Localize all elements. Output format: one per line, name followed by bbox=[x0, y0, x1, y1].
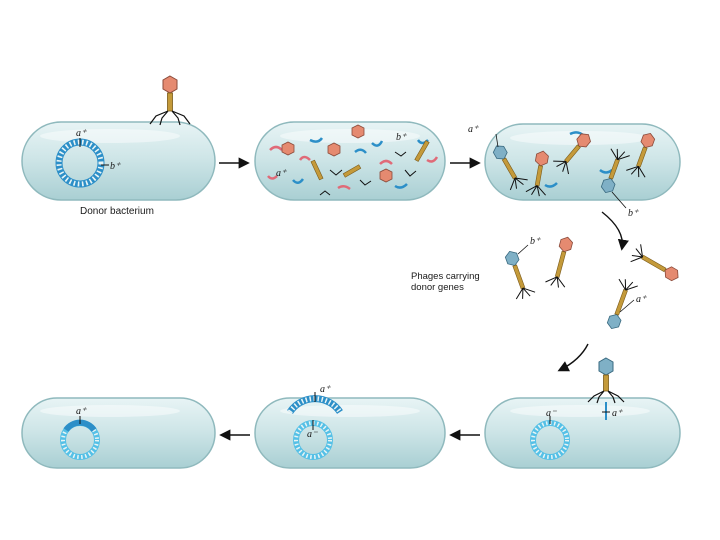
transductant-label-a-plus: a⁺ bbox=[76, 406, 87, 417]
recombination-cell: a⁺ a⁻ bbox=[255, 384, 445, 468]
infected-cell-fragmented-dna: a⁺ b⁺ bbox=[255, 122, 445, 200]
arrow-infect-recipient bbox=[560, 344, 588, 370]
phages-carrying-label-line1: Phages carrying bbox=[411, 271, 480, 282]
phages-carrying-label-line2: donor genes bbox=[411, 282, 464, 293]
released-label-a-plus: a⁺ bbox=[636, 294, 647, 305]
recombination-label-a-minus: a⁻ bbox=[307, 429, 318, 440]
released-label-b-plus: b⁺ bbox=[530, 236, 541, 247]
gene-label-b-plus: b⁺ bbox=[110, 161, 121, 172]
infecting-phage bbox=[150, 76, 190, 125]
fragment-label-a-plus: a⁺ bbox=[276, 168, 287, 179]
gene-label-a-plus: a⁺ bbox=[76, 128, 87, 139]
recipient-cell-infected: a⁻ a⁺ bbox=[485, 398, 680, 468]
donor-bacterium-label: Donor bacterium bbox=[80, 206, 154, 217]
cell-with-assembled-phages: a⁺ b⁺ bbox=[468, 124, 680, 219]
recipient-label-a-minus: a⁻ bbox=[546, 408, 557, 419]
transductant-cell: a⁺ bbox=[22, 398, 215, 468]
donor-bacterium-cell: a⁺ b⁺ bbox=[22, 122, 215, 200]
packaged-label-b-plus: b⁺ bbox=[628, 208, 639, 219]
packaged-label-a-plus: a⁺ bbox=[468, 124, 479, 135]
recombination-label-plus: a⁺ bbox=[320, 384, 331, 395]
arrow-lysis bbox=[602, 212, 622, 248]
injecting-phage bbox=[588, 358, 624, 403]
fragment-label-b-plus: b⁺ bbox=[396, 132, 407, 143]
released-phages: b⁺ a⁺ bbox=[500, 235, 683, 332]
injected-label-a-plus: a⁺ bbox=[612, 408, 623, 419]
